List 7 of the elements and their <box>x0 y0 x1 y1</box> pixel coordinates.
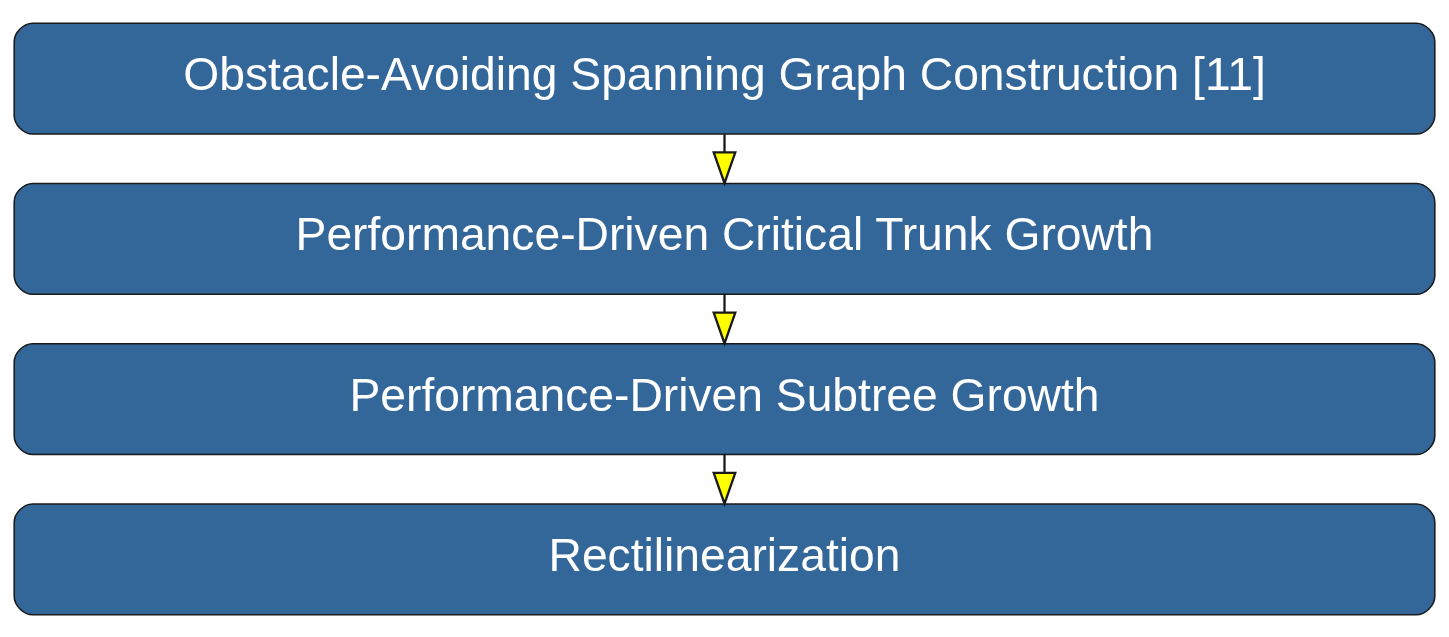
node-box: Performance-Driven Critical Trunk Growth <box>13 182 1436 295</box>
arrow <box>712 454 737 507</box>
arrow <box>712 294 737 347</box>
node-box: Obstacle-Avoiding Spanning Graph Construction [11] <box>13 21 1436 135</box>
node-box: Rectilinearization <box>13 502 1436 616</box>
arrow <box>712 133 737 187</box>
node-box: Performance-Driven Subtree Growth <box>13 342 1436 455</box>
